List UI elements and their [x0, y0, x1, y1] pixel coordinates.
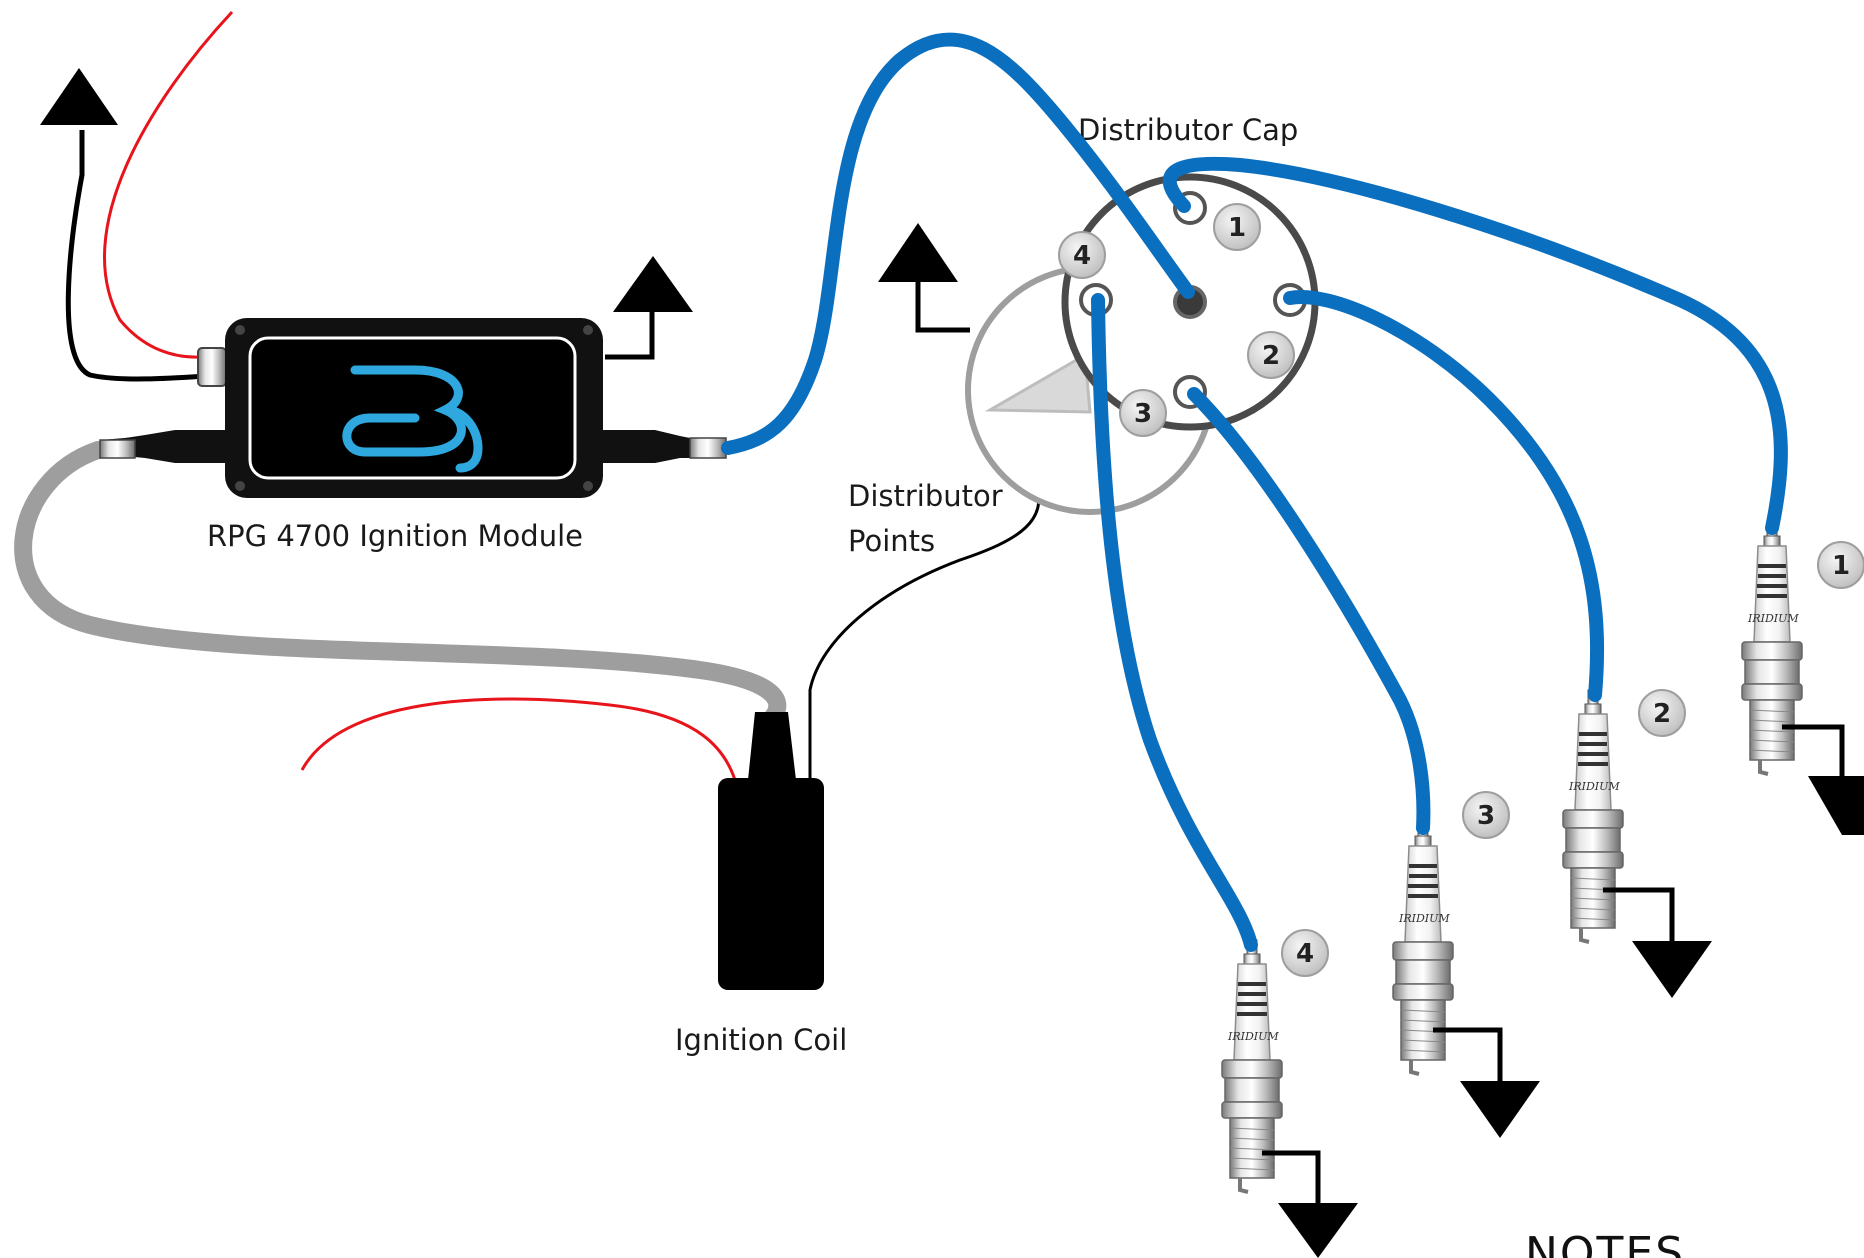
- hv-lead-3: [1187, 387, 1431, 835]
- spark-plug-icon: [1561, 688, 1625, 944]
- svg-text:4: 4: [1073, 241, 1091, 271]
- ground-arrow-icon: [1433, 1027, 1540, 1138]
- ground-arrow-icon: [1782, 724, 1864, 835]
- plug-badge-2: 2: [1638, 689, 1686, 737]
- ignition-coil: [718, 712, 824, 990]
- cap-terminal-badge-2: 2: [1247, 331, 1295, 379]
- svg-text:1: 1: [1228, 213, 1246, 243]
- cap-terminal-badge-1: 1: [1213, 203, 1261, 251]
- plug-badge-4: 4: [1281, 929, 1329, 977]
- notes-heading: NOTES: [1525, 1228, 1685, 1258]
- module-positive-wire: [103, 10, 234, 359]
- hv-lead-1: [1162, 156, 1788, 535]
- ground-arrow-icon: [1262, 1150, 1358, 1258]
- plug-brand-text: IRIDIUM: [1398, 912, 1450, 925]
- ground-arrow-icon: [40, 68, 118, 125]
- svg-text:2: 2: [1653, 699, 1671, 729]
- svg-text:1: 1: [1832, 551, 1850, 581]
- ground-arrow-icon: [613, 256, 693, 312]
- ground-arrow-icon: [878, 223, 958, 282]
- module-logo-icon: [342, 365, 483, 473]
- points-label-line1: Distributor: [848, 479, 1003, 513]
- ground-arrow-icon: [915, 278, 970, 333]
- hv-lead-coil: [721, 32, 1195, 455]
- points-wire: [808, 479, 1041, 790]
- svg-text:3: 3: [1477, 801, 1495, 831]
- plug-brand-text: IRIDIUM: [1747, 612, 1799, 625]
- hv-leads: [721, 32, 1788, 952]
- coil-lead-wire: [14, 441, 787, 729]
- ground-arrow-icon: [1603, 887, 1712, 998]
- ignition-module: [99, 318, 727, 498]
- module-ground-wire: [65, 130, 206, 382]
- ground-arrow-icon: [605, 310, 655, 360]
- plug-badge-1: 1: [1817, 541, 1864, 589]
- cap-label: Distributor Cap: [1078, 113, 1298, 147]
- module-label: RPG 4700 Ignition Module: [207, 519, 583, 553]
- coil-positive-wire: [300, 697, 737, 781]
- hv-lead-4: [1091, 293, 1258, 952]
- spark-plug-icon: [1740, 520, 1804, 776]
- plug-badge-3: 3: [1462, 791, 1510, 839]
- svg-text:2: 2: [1262, 341, 1280, 371]
- hv-lead-2: [1283, 290, 1605, 702]
- spark-plug-icon: [1391, 820, 1455, 1076]
- plug-brand-text: IRIDIUM: [1227, 1030, 1279, 1043]
- plug-brand-text: IRIDIUM: [1568, 780, 1620, 793]
- cap-terminal-badge-3: 3: [1119, 389, 1167, 437]
- svg-text:4: 4: [1296, 939, 1314, 969]
- coil-label: Ignition Coil: [675, 1023, 847, 1057]
- cap-terminal-badge-4: 4: [1058, 231, 1106, 279]
- svg-text:3: 3: [1134, 399, 1152, 429]
- points-label-line2: Points: [848, 524, 935, 558]
